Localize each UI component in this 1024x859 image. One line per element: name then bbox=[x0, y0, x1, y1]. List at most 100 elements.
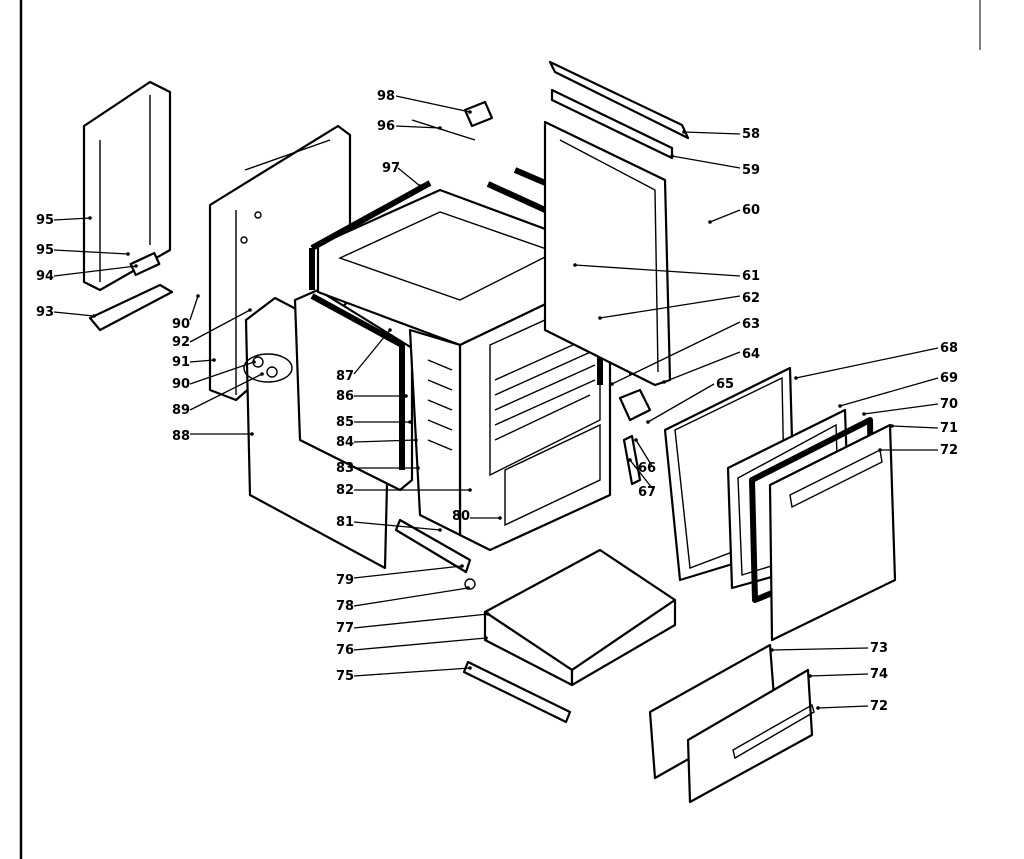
callout-leader-c-73-right bbox=[771, 647, 869, 651]
part-number-label-c-65-right: 65 bbox=[716, 377, 734, 392]
callout-leader-c-67-right bbox=[629, 459, 653, 489]
callout-leader-c-72b-right bbox=[817, 705, 869, 709]
top-bracket-part bbox=[463, 100, 494, 128]
part-number-label-c-73-right: 73 bbox=[870, 641, 888, 656]
oven-body-part bbox=[309, 180, 612, 552]
part-number-label-c-75-bot: 75 bbox=[336, 669, 354, 684]
callout-leader-tip-c-79-bot bbox=[460, 564, 464, 568]
part-number-label-c-80-mid: 80 bbox=[452, 509, 470, 524]
callout-leader-tip-c-95b-left bbox=[126, 252, 130, 256]
callout-leader-tip-c-71-right bbox=[890, 424, 894, 428]
door-outer-panel-part bbox=[768, 423, 897, 642]
callout-leader-c-58-right bbox=[683, 131, 741, 135]
callout-leader-c-66-right bbox=[635, 439, 653, 467]
callout-leader-tip-c-94-left bbox=[134, 264, 138, 268]
top-trim-part bbox=[548, 60, 690, 160]
part-number-label-c-86-mid: 86 bbox=[336, 389, 354, 404]
part-number-label-c-91-left: 91 bbox=[172, 355, 190, 370]
callout-leader-lines bbox=[53, 95, 939, 710]
callout-leader-c-61-right bbox=[574, 264, 741, 277]
callout-leader-tip-c-78-bot bbox=[466, 586, 470, 590]
part-number-label-c-89-left: 89 bbox=[172, 403, 190, 418]
callout-leader-tip-c-89-left bbox=[260, 372, 264, 376]
callout-leader-c-63-right bbox=[611, 321, 741, 385]
part-number-label-c-96-top: 96 bbox=[377, 119, 395, 134]
callout-leader-c-95b-left bbox=[53, 249, 129, 255]
callout-leader-c-89-left bbox=[189, 373, 263, 411]
part-number-label-c-76-bot: 76 bbox=[336, 643, 354, 658]
part-number-label-c-95b-left: 95 bbox=[36, 243, 54, 258]
callout-leader-tip-c-72-right bbox=[878, 448, 882, 452]
part-number-label-c-74-right: 74 bbox=[870, 667, 888, 682]
part-number-label-c-71-right: 71 bbox=[940, 421, 958, 436]
callout-leader-c-93-left bbox=[53, 311, 95, 317]
callout-leader-tip-c-80-mid bbox=[498, 516, 502, 520]
callout-leader-c-70-right bbox=[863, 403, 939, 415]
callout-leader-c-91-left bbox=[189, 359, 215, 363]
part-number-label-c-70-right: 70 bbox=[940, 397, 958, 412]
part-number-label-c-97-top: 97 bbox=[382, 161, 400, 176]
callout-leader-c-95-left bbox=[53, 217, 91, 221]
part-number-label-c-78-bot: 78 bbox=[336, 599, 354, 614]
part-number-label-c-60-right: 60 bbox=[742, 203, 760, 218]
callout-leader-tip-c-92-left bbox=[248, 308, 252, 312]
callout-leader-tip-c-59-right bbox=[670, 154, 674, 158]
callout-leader-c-96-top bbox=[395, 125, 441, 129]
callout-leader-c-59-right bbox=[671, 155, 741, 169]
callout-leader-tip-c-85-mid bbox=[408, 420, 412, 424]
callout-leader-tip-c-67-right bbox=[628, 458, 632, 462]
part-number-label-c-64-right: 64 bbox=[742, 347, 760, 362]
part-number-label-c-72b-right: 72 bbox=[870, 699, 888, 714]
callout-leader-tip-c-82-mid bbox=[468, 488, 472, 492]
part-number-label-c-84-mid: 84 bbox=[336, 435, 354, 450]
callout-leader-c-60-right bbox=[709, 209, 741, 223]
callout-leader-tip-c-87-mid bbox=[388, 328, 392, 332]
callout-leader-c-90-left bbox=[189, 295, 199, 321]
part-number-label-c-79-bot: 79 bbox=[336, 573, 354, 588]
hinge-part bbox=[618, 388, 652, 422]
part-number-label-c-83-mid: 83 bbox=[336, 461, 354, 476]
callout-leader-tip-c-96-top bbox=[438, 126, 442, 130]
callout-leader-tip-c-60-right bbox=[708, 220, 712, 224]
callout-leader-c-84-mid bbox=[353, 439, 417, 443]
storage-drawer-part bbox=[483, 548, 677, 687]
part-number-label-c-59-right: 59 bbox=[742, 163, 760, 178]
callout-leader-c-97-top bbox=[397, 167, 421, 187]
callout-leader-tip-c-98-top bbox=[468, 110, 472, 114]
part-number-label-c-95-left: 95 bbox=[36, 213, 54, 228]
bracket-part bbox=[88, 283, 174, 332]
callout-leader-c-65-right bbox=[647, 383, 715, 423]
callout-leader-tip-c-73-right bbox=[770, 648, 774, 652]
callout-leader-tip-c-88-left bbox=[250, 432, 254, 436]
callout-leader-tip-c-81-mid bbox=[438, 528, 442, 532]
callout-leader-tip-c-97-top bbox=[418, 184, 422, 188]
hinge-arm-part bbox=[622, 434, 642, 486]
callout-leader-c-87-mid bbox=[353, 329, 391, 375]
part-number-label-c-68-right: 68 bbox=[940, 341, 958, 356]
callout-leader-tip-c-77-bot bbox=[486, 612, 490, 616]
callout-labels: 9896979595949390929190898887868584838281… bbox=[36, 89, 958, 714]
callout-leader-c-68-right bbox=[795, 347, 939, 379]
callout-leader-tip-c-58-right bbox=[682, 130, 686, 134]
callout-leader-tip-c-93-left bbox=[92, 314, 96, 318]
rear-panel-part bbox=[82, 80, 172, 292]
callout-leader-tip-c-83-mid bbox=[416, 466, 420, 470]
drawer-roller-part bbox=[464, 578, 476, 590]
callout-leader-c-79-bot bbox=[353, 565, 463, 579]
part-number-label-c-77-bot: 77 bbox=[336, 621, 354, 636]
callout-leader-tip-c-63-right bbox=[610, 382, 614, 386]
callout-leader-tip-c-62-right bbox=[598, 316, 602, 320]
part-number-label-c-87-mid: 87 bbox=[336, 369, 354, 384]
part-number-label-c-82-mid: 82 bbox=[336, 483, 354, 498]
callout-leader-tip-c-65-right bbox=[646, 420, 650, 424]
callout-leader-c-75-bot bbox=[353, 667, 471, 677]
callout-leader-tip-c-90-left bbox=[196, 294, 200, 298]
callout-leader-c-71-right bbox=[891, 425, 939, 429]
part-number-label-c-88-left: 88 bbox=[172, 429, 190, 444]
part-number-label-c-61-right: 61 bbox=[742, 269, 760, 284]
part-number-label-c-92-left: 92 bbox=[172, 335, 190, 350]
callout-leader-tip-c-64-right bbox=[662, 380, 666, 384]
part-number-label-c-90-left: 90 bbox=[172, 317, 190, 332]
callout-leader-tip-c-74-right bbox=[808, 674, 812, 678]
